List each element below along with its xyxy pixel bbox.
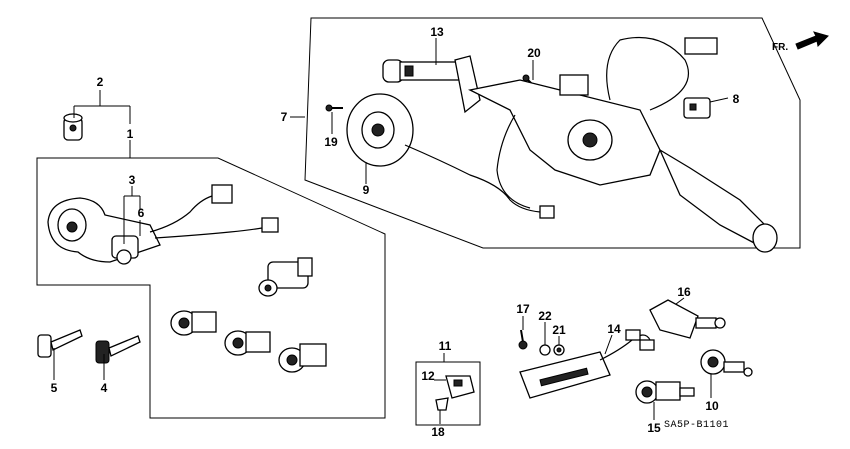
callout-13: 13 — [430, 25, 444, 39]
callout-2: 2 — [97, 75, 104, 89]
part-13-light-switch-lever — [382, 55, 481, 114]
callout-3: 3 — [129, 173, 136, 187]
leader-lines — [53, 38, 729, 424]
callout-17: 17 — [516, 302, 530, 316]
direction-indicator: FR. — [772, 31, 829, 53]
part-15-switch — [635, 380, 695, 404]
diagram-code: SA5P-B1101 — [664, 420, 729, 431]
part-wiper-switch-lever — [658, 148, 778, 253]
direction-label: FR. — [772, 42, 788, 53]
part-22-washer — [539, 344, 551, 356]
fr-arrow-icon — [795, 31, 829, 50]
part-12-bracket — [445, 375, 475, 399]
callout-15: 15 — [647, 421, 661, 435]
part-18-clip — [435, 397, 449, 411]
frame-lock-set-group — [36, 157, 386, 419]
callout-1: 1 — [127, 127, 134, 141]
callout-19: 19 — [324, 135, 338, 149]
part-9-cable-reel — [346, 93, 555, 219]
callout-21: 21 — [552, 323, 566, 337]
part-10-switch — [700, 349, 753, 377]
part-16-switch — [649, 299, 726, 339]
callout-7: 7 — [281, 110, 288, 124]
callout-11: 11 — [439, 339, 452, 353]
part-14-switch-panel — [519, 329, 655, 399]
frame-combination-switch-group — [304, 17, 801, 249]
callout-16: 16 — [677, 285, 691, 299]
callout-22: 22 — [538, 309, 552, 323]
frame-small-bracket-group — [415, 361, 481, 426]
callout-4: 4 — [101, 381, 108, 395]
part-door-cylinder-left — [170, 310, 217, 336]
callout-9: 9 — [363, 183, 370, 197]
part-17-screw — [518, 329, 528, 350]
callout-20: 20 — [527, 46, 541, 60]
part-hatch-cylinder — [278, 343, 327, 373]
callout-14: 14 — [607, 322, 621, 336]
part-21-nut — [553, 344, 565, 356]
part-19-screw — [325, 104, 343, 112]
callout-6: 6 — [138, 206, 145, 220]
part-8-switch — [683, 97, 711, 119]
callout-18: 18 — [431, 425, 445, 439]
part-4-key — [95, 335, 141, 364]
callout-12: 12 — [421, 369, 435, 383]
part-door-cylinder-right — [258, 257, 313, 297]
part-3-steering-lock — [47, 184, 279, 265]
part-combination-switch-body — [468, 36, 718, 209]
part-2-key-cylinder — [63, 113, 83, 141]
callout-10: 10 — [705, 399, 719, 413]
callout-8: 8 — [733, 92, 740, 106]
callout-labels: 1 2 3 4 5 6 7 8 9 10 11 12 13 14 15 16 1… — [51, 25, 740, 439]
callout-5: 5 — [51, 381, 58, 395]
part-5-key — [37, 329, 83, 358]
part-trunk-cylinder — [224, 330, 271, 356]
